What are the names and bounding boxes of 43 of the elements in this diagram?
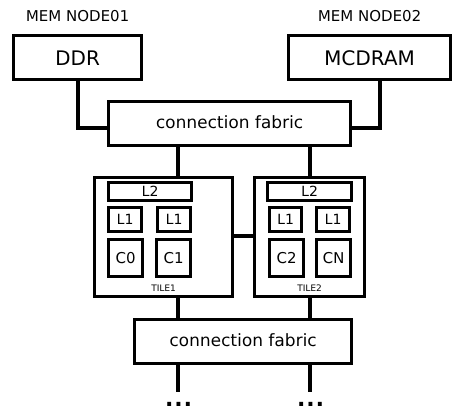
- fabric-box: [107, 100, 352, 147]
- node-label: C1: [163, 250, 184, 266]
- core-box: [107, 238, 144, 278]
- core-box: [155, 238, 192, 278]
- cache-box: [107, 206, 143, 233]
- tile-label: TILE1: [151, 285, 176, 294]
- connector-line: [308, 147, 312, 176]
- node-label: L1: [324, 212, 342, 226]
- fabric-box: [133, 318, 353, 365]
- connector-line: [176, 365, 180, 392]
- node-label: connection fabric: [156, 115, 304, 132]
- node-label: MCDRAM: [324, 48, 415, 68]
- connector-line: [234, 234, 253, 238]
- node-label: C0: [115, 250, 136, 266]
- cache-box: [315, 206, 351, 233]
- tile-box: [93, 176, 234, 298]
- node-label: CN: [322, 250, 344, 266]
- ellipsis-text: ...: [164, 392, 194, 406]
- tile-label: TILE2: [297, 285, 322, 294]
- connector-line: [176, 298, 180, 318]
- core-box: [268, 238, 305, 278]
- node-label: L1: [116, 212, 134, 226]
- cache-box: [107, 181, 193, 202]
- ellipsis-text: ...: [296, 392, 326, 406]
- node-label: connection fabric: [169, 333, 317, 350]
- connector-line: [76, 81, 107, 130]
- connector-line: [308, 298, 312, 318]
- cache-box: [156, 206, 192, 233]
- node-label: L2: [142, 184, 158, 198]
- connector-line: [176, 147, 180, 176]
- cache-box: [266, 181, 353, 202]
- core-box: [315, 238, 352, 278]
- node-heading: MEM NODE02: [318, 9, 422, 24]
- cache-box: [268, 206, 303, 233]
- tile-box: [253, 176, 366, 298]
- connector-line: [308, 365, 312, 392]
- node-label: L2: [301, 184, 318, 198]
- node-label: L1: [277, 212, 294, 226]
- node-label: L1: [166, 212, 182, 226]
- node-label: DDR: [55, 48, 100, 68]
- node-heading: MEM NODE01: [26, 9, 130, 24]
- node-label: C2: [276, 250, 297, 266]
- connector-line: [352, 81, 382, 130]
